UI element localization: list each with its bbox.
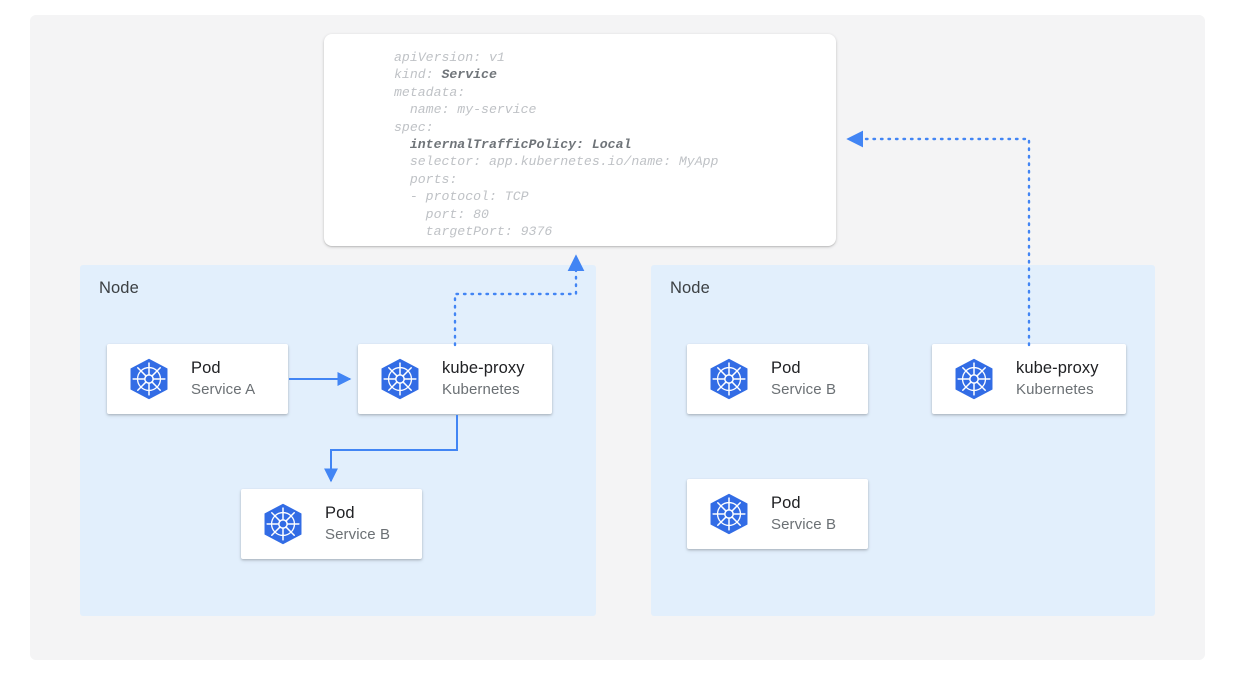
card-pod-service-b-right-2[interactable]: Pod Service B [687, 479, 868, 549]
kubernetes-icon [127, 357, 171, 401]
node-label: Node [99, 279, 139, 297]
kubernetes-icon [952, 357, 996, 401]
kubernetes-icon [707, 492, 751, 536]
node-panel-left: Node [80, 265, 596, 616]
card-pod-service-a[interactable]: Pod Service A [107, 344, 288, 414]
card-subtitle: Service B [771, 516, 837, 533]
card-text: Pod Service B [771, 493, 836, 535]
card-subtitle: Kubernetes [442, 381, 520, 398]
card-text: kube-proxy Kubernetes [1016, 358, 1099, 400]
card-title: kube-proxy [1016, 359, 1099, 377]
card-title: kube-proxy [442, 359, 525, 377]
card-title: Pod [771, 494, 801, 512]
card-subtitle: Service A [191, 381, 256, 398]
kubernetes-icon [707, 357, 751, 401]
card-title: Pod [771, 359, 801, 377]
card-text: Pod Service B [325, 503, 390, 545]
card-title: Pod [191, 359, 221, 377]
kubernetes-icon [378, 357, 422, 401]
card-text: kube-proxy Kubernetes [442, 358, 525, 400]
card-subtitle: Service B [325, 526, 391, 543]
card-pod-service-b-right-1[interactable]: Pod Service B [687, 344, 868, 414]
card-kube-proxy-right[interactable]: kube-proxy Kubernetes [932, 344, 1126, 414]
service-manifest-panel: apiVersion: v1 kind: Service metadata: n… [324, 34, 836, 246]
node-panel-right: Node [651, 265, 1155, 616]
card-text: Pod Service B [771, 358, 836, 400]
service-manifest-code: apiVersion: v1 kind: Service metadata: n… [394, 50, 719, 240]
card-subtitle: Service B [771, 381, 837, 398]
card-pod-service-b-left[interactable]: Pod Service B [241, 489, 422, 559]
kubernetes-icon [261, 502, 305, 546]
card-title: Pod [325, 504, 355, 522]
card-text: Pod Service A [191, 358, 255, 400]
card-kube-proxy-left[interactable]: kube-proxy Kubernetes [358, 344, 552, 414]
card-subtitle: Kubernetes [1016, 381, 1094, 398]
node-label: Node [670, 279, 710, 297]
